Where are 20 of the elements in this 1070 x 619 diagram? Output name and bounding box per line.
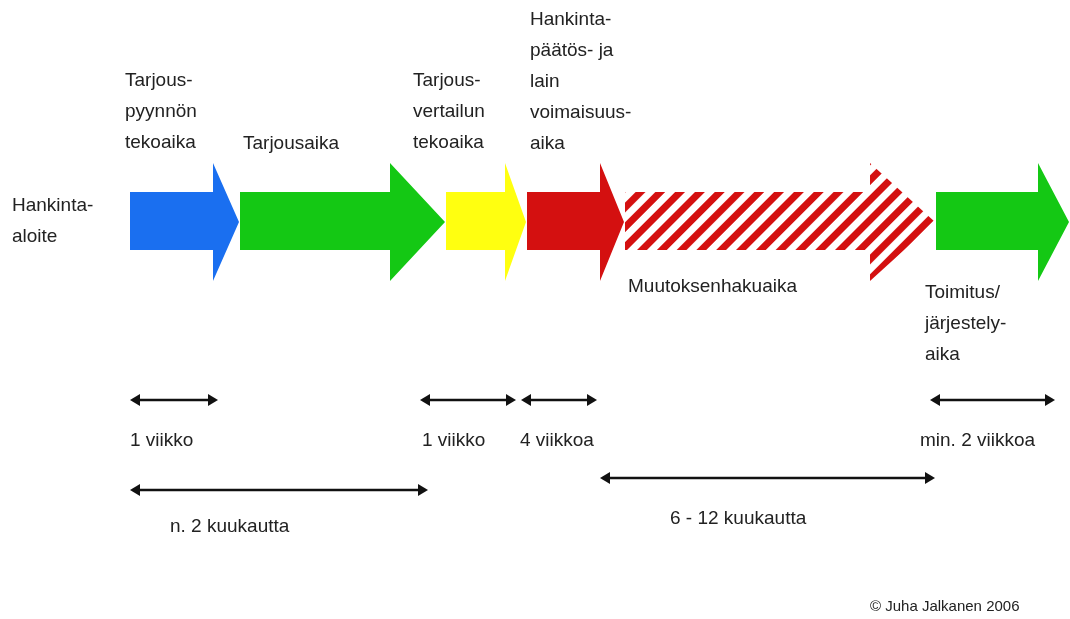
phase-label: Toimitus/ järjestely- aika [925,280,1008,366]
duration-label: n. 2 kuukautta [170,514,291,538]
phase-label: Muutoksenhakuaika [628,274,798,298]
phase-label: Tarjous- vertailun tekoaika [413,68,486,154]
timeline-segment [240,163,445,281]
timeline-segment [446,163,526,281]
copyright-note: © Juha Jalkanen 2006 [870,596,1021,616]
duration-label: 6 - 12 kuukautta [670,506,808,530]
timeline-segment [936,163,1069,281]
phase-label: Hankinta- päätös- ja lain voimaisuus- aika [530,7,630,155]
start-label: Hankinta- aloite [12,193,95,248]
duration-label: 4 viikkoa [520,428,595,452]
duration-label: 1 viikko [422,428,487,452]
duration-label: min. 2 viikkoa [920,428,1037,452]
phase-label: Tarjous- pyynnön tekoaika [125,68,198,154]
phase-label: Tarjousaika [243,131,341,155]
timeline-segment [527,163,624,281]
timeline-segment [625,163,935,281]
timeline-segment [130,163,239,281]
duration-label: 1 viikko [130,428,195,452]
